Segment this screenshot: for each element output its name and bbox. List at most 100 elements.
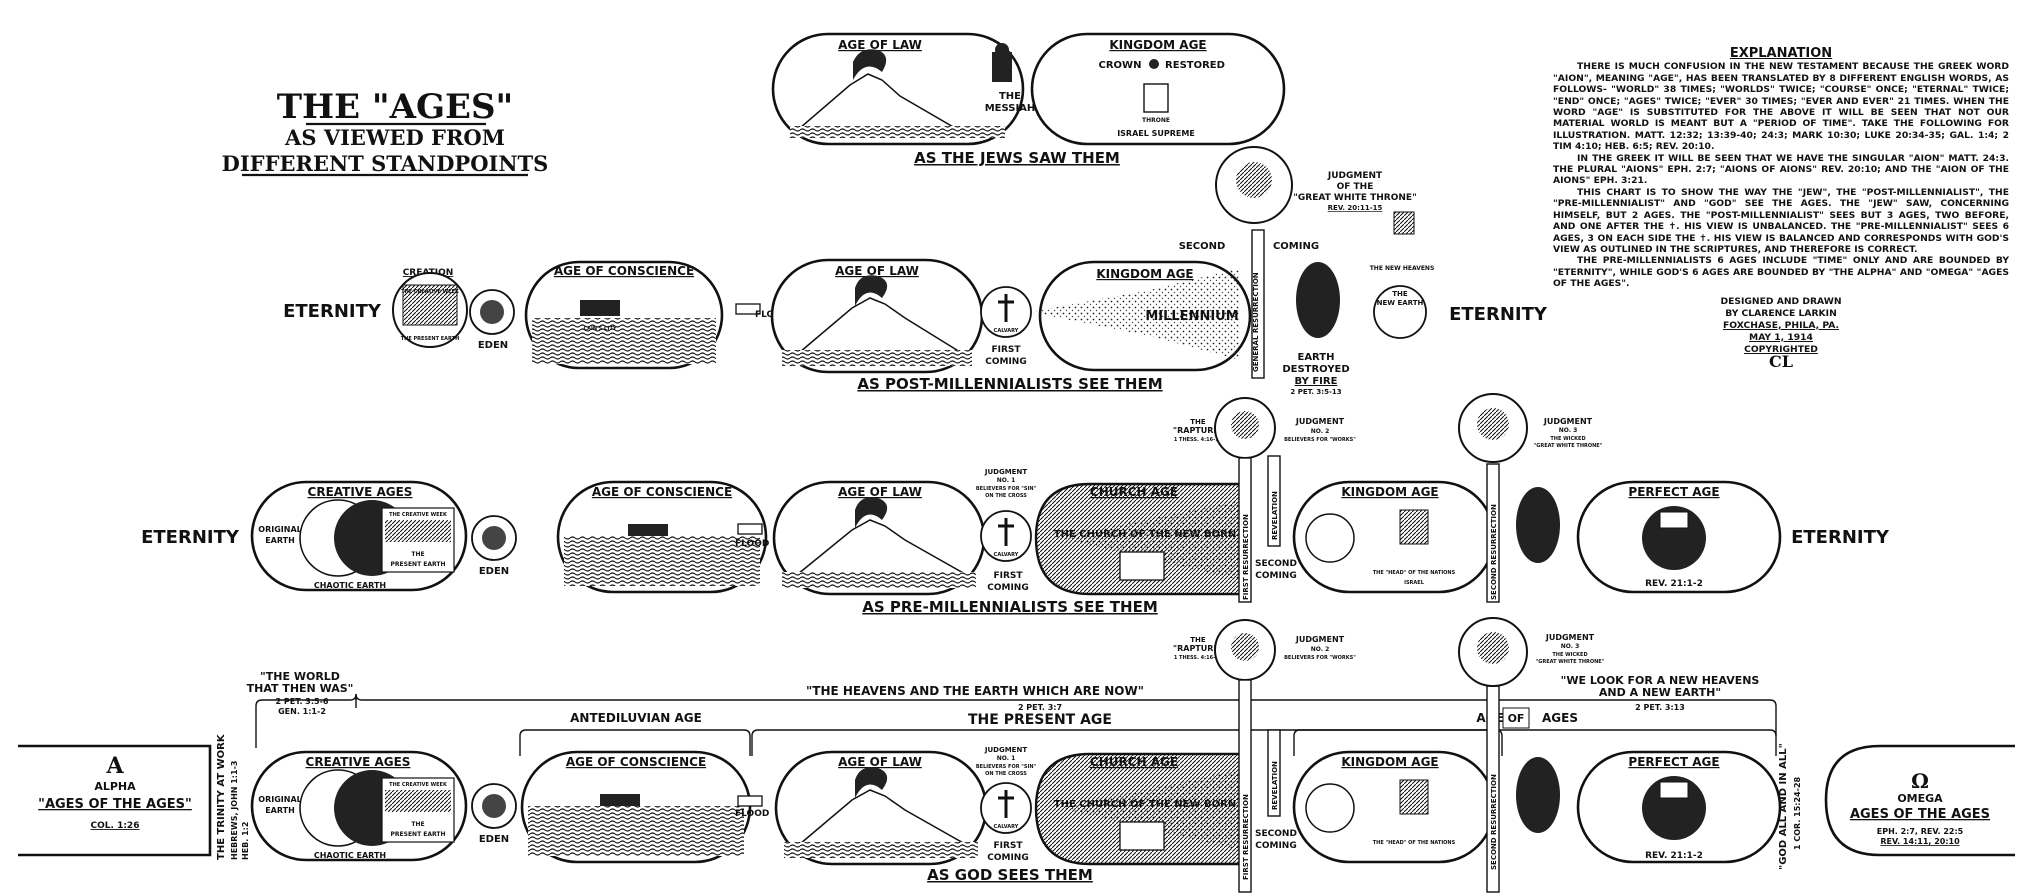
present-age-bracket (751, 729, 1503, 756)
svg-text:MILLENNIUM: MILLENNIUM (1145, 309, 1238, 324)
new-earth-globe-post (1373, 285, 1427, 339)
svg-text:1 THESS. 4:16-17: 1 THESS. 4:16-17 (1174, 655, 1223, 661)
svg-text:2 PET. 3:7: 2 PET. 3:7 (1018, 703, 1062, 712)
svg-text:THE PRESENT EARTH: THE PRESENT EARTH (401, 336, 460, 342)
svg-text:THE: THE (1392, 290, 1408, 298)
svg-text:"RAPTURE": "RAPTURE" (1173, 644, 1223, 653)
svg-text:CHAOTIC EARTH: CHAOTIC EARTH (314, 851, 386, 860)
church-icon (1119, 551, 1165, 581)
explanation-panel: EXPLANATION THERE IS MUCH CONFUSION IN T… (1553, 46, 2009, 370)
svg-text:FLOOD: FLOOD (735, 809, 769, 819)
svg-text:CHAOTIC EARTH: CHAOTIC EARTH (314, 581, 386, 590)
cains-city-icon (580, 300, 620, 316)
first-resurrection-bar-god (1238, 679, 1252, 893)
svg-text:CHURCH AGE: CHURCH AGE (1090, 485, 1178, 499)
svg-text:OF: OF (1508, 712, 1525, 725)
svg-text:AGE OF CONSCIENCE: AGE OF CONSCIENCE (566, 755, 706, 769)
svg-text:JUDGMENT: JUDGMENT (1543, 417, 1593, 426)
svg-text:"AGES OF THE AGES": "AGES OF THE AGES" (38, 797, 192, 812)
svg-text:THE: THE (411, 821, 424, 828)
svg-text:THE CHURCH OF THE NEW BORN: THE CHURCH OF THE NEW BORN (1054, 799, 1236, 810)
svg-text:COMING: COMING (1255, 571, 1296, 581)
svg-text:FIRST RESURRECTION: FIRST RESURRECTION (1242, 794, 1250, 880)
eternity-right-post: ETERNITY (1449, 304, 1548, 325)
svg-text:THE WICKED: THE WICKED (1550, 436, 1585, 442)
svg-text:AGE OF CONSCIENCE: AGE OF CONSCIENCE (554, 264, 694, 278)
svg-text:SECOND: SECOND (1255, 559, 1297, 569)
svg-text:KINGDOM AGE: KINGDOM AGE (1109, 38, 1206, 52)
throne-icon (1143, 83, 1169, 113)
svg-text:THE: THE (1190, 636, 1206, 644)
svg-text:ORIGINAL: ORIGINAL (258, 525, 301, 534)
svg-text:DESTROYED: DESTROYED (1282, 364, 1349, 375)
designer-signature: DESIGNED AND DRAWN BY CLARENCE LARKIN FO… (1553, 296, 2009, 370)
cloud-icon (853, 49, 887, 80)
svg-text:NO. 2: NO. 2 (1311, 646, 1330, 653)
svg-text:GENERAL RESURRECTION: GENERAL RESURRECTION (1252, 272, 1260, 372)
second-resurrection-bar-pre (1486, 463, 1500, 603)
svg-text:CALVARY: CALVARY (994, 552, 1019, 558)
svg-text:FIRST: FIRST (991, 345, 1021, 355)
svg-text:EARTH: EARTH (1297, 352, 1334, 363)
earth-on-fire-icon-pre (1516, 487, 1560, 563)
svg-text:KINGDOM AGE: KINGDOM AGE (1096, 267, 1193, 281)
svg-text:"GREAT WHITE THRONE": "GREAT WHITE THRONE" (1536, 659, 1605, 665)
explanation-para1: THERE IS MUCH CONFUSION IN THE NEW TESTA… (1553, 61, 2009, 153)
svg-text:EDEN: EDEN (479, 566, 509, 577)
now-bracket (355, 693, 1777, 736)
caption-post-millennialists: AS POST-MILLENNIALISTS SEE THEM (857, 375, 1162, 393)
svg-text:"THE HEAVENS AND THE EARTH WHI: "THE HEAVENS AND THE EARTH WHICH ARE NOW… (806, 684, 1144, 698)
svg-text:THE: THE (1190, 418, 1206, 426)
row-pre-millennialists: ETERNITY CREATIVE AGES ORIGINAL EARTH TH… (141, 393, 1890, 616)
temple-icon (1399, 509, 1429, 545)
svg-text:THE CREATIVE WEEK: THE CREATIVE WEEK (389, 512, 448, 518)
svg-text:MESSIAH: MESSIAH (985, 103, 1036, 114)
svg-text:GEN. 1:1-2: GEN. 1:1-2 (278, 707, 326, 716)
svg-text:PRESENT EARTH: PRESENT EARTH (391, 561, 446, 568)
alpha-symbol: A (105, 753, 124, 779)
svg-text:AGES OF THE AGES: AGES OF THE AGES (1850, 807, 1990, 822)
svg-text:OF THE: OF THE (1337, 182, 1374, 192)
svg-text:NO. 2: NO. 2 (1311, 428, 1330, 435)
crown-icon (1149, 59, 1159, 69)
svg-text:ON THE CROSS: ON THE CROSS (985, 771, 1027, 777)
svg-text:CAIN'S CITY: CAIN'S CITY (583, 326, 616, 332)
svg-text:SECOND: SECOND (1179, 241, 1226, 252)
svg-text:THE NEW HEAVENS: THE NEW HEAVENS (1370, 265, 1435, 272)
row-god: A ALPHA "AGES OF THE AGES" COL. 1:26 THE… (18, 617, 2015, 893)
svg-text:CREATIVE AGES: CREATIVE AGES (308, 485, 413, 499)
svg-text:JUDGMENT: JUDGMENT (984, 746, 1027, 754)
svg-text:OMEGA: OMEGA (1897, 792, 1943, 805)
explanation-heading: EXPLANATION (1729, 46, 1833, 61)
svg-text:HEBREWS, JOHN 1:1-3: HEBREWS, JOHN 1:1-3 (230, 761, 239, 860)
svg-text:THE "HEAD" OF THE NATIONS: THE "HEAD" OF THE NATIONS (1373, 840, 1456, 846)
svg-text:THE CHURCH OF THE NEW BORN: THE CHURCH OF THE NEW BORN (1054, 529, 1236, 540)
messiah-figure-icon (992, 52, 1012, 82)
explanation-para4: THE PRE-MILLENNIALISTS 6 AGES INCLUDE "T… (1553, 255, 2009, 290)
svg-text:THE "HEAD" OF THE NATIONS: THE "HEAD" OF THE NATIONS (1373, 570, 1456, 576)
svg-text:"RAPTURE": "RAPTURE" (1173, 426, 1223, 435)
revelation-bar-god (1267, 729, 1281, 817)
svg-text:BELIEVERS FOR "WORKS": BELIEVERS FOR "WORKS" (1284, 437, 1356, 443)
svg-text:EARTH: EARTH (265, 806, 295, 815)
general-resurrection-bar (1251, 229, 1265, 379)
svg-text:ORIGINAL: ORIGINAL (258, 795, 301, 804)
perfect-earth-globe-pre (1642, 506, 1706, 570)
title-main: THE "AGES" (277, 87, 514, 127)
svg-text:EPH. 2:7, REV. 22:5: EPH. 2:7, REV. 22:5 (1877, 827, 1964, 836)
new-jerusalem-icon (1393, 211, 1415, 235)
explanation-para3: THIS CHART IS TO SHOW THE WAY THE "JEW",… (1553, 186, 2009, 255)
svg-text:"GOD ALL AND IN ALL": "GOD ALL AND IN ALL" (1778, 743, 1789, 870)
ark-icon (735, 303, 761, 315)
svg-text:REV. 20:11-15: REV. 20:11-15 (1328, 204, 1383, 212)
svg-text:"WE LOOK FOR A NEW HEAVENS: "WE LOOK FOR A NEW HEAVENS (1561, 674, 1760, 687)
svg-text:COMING: COMING (985, 357, 1026, 367)
first-resurrection-bar-pre (1238, 457, 1252, 603)
svg-text:CALVARY: CALVARY (994, 328, 1019, 334)
svg-text:THE TRINITY AT WORK: THE TRINITY AT WORK (216, 733, 227, 860)
title-line2: AS VIEWED FROM (284, 125, 505, 150)
omega-symbol: Ω (1911, 769, 1929, 793)
svg-text:AGE OF LAW: AGE OF LAW (838, 485, 922, 499)
svg-text:NO. 3: NO. 3 (1561, 643, 1580, 650)
